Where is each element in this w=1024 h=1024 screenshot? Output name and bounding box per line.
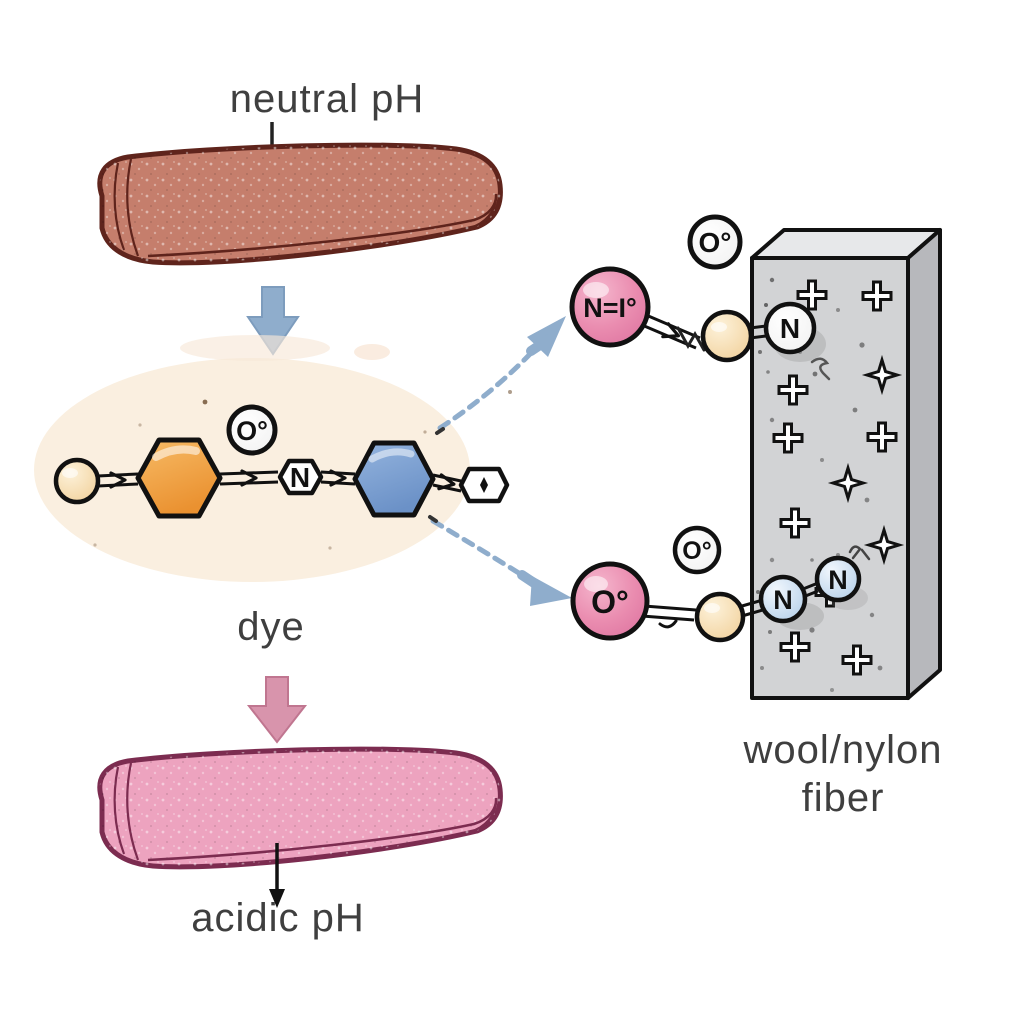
dye-label: dye [237,605,305,649]
neutral-fabric-swatch [100,145,501,263]
fiber-side-face [906,228,942,700]
azo-n-capsule [277,458,324,496]
top-complex: O° N=I° N [569,214,831,381]
fiber-n-label: N [780,313,800,344]
bottom-counterion-label: O° [682,537,711,565]
acidic-fabric-swatch [100,749,501,867]
cream-atom [53,457,101,505]
fiber-n1-atom [758,574,808,624]
fiber-n2-atom [814,555,862,603]
blob-smudge [354,344,390,360]
fiber-label-line2: fiber [802,776,885,820]
acidic-ph-label: acidic pH [191,896,365,940]
fiber-label-line1: wool/nylon [742,728,942,772]
bottom-counterion-circle [672,525,722,575]
sketch-scribble [848,545,871,561]
top-counterion-label: O° [699,227,732,258]
cream-atom [700,309,754,363]
dye-blob-background [34,358,470,582]
atom-highlight [62,468,78,478]
dye-molecule: O° N [53,404,510,519]
sketch-scribble [810,357,831,381]
top-counterion-circle [687,214,743,270]
atom-highlight [711,322,727,332]
atom-highlight [704,603,720,613]
branch-arrow-down [428,515,572,606]
fiber-n2-label: N [828,565,848,595]
fiber-speckle-dots [760,277,883,692]
branch-arrow-up [435,316,566,435]
cream-atom [694,591,746,643]
dye-counterion-circle [226,404,278,456]
dye-counterion-label: O° [236,416,268,446]
atom-highlight [583,282,609,298]
neutral-ph-label: neutral pH [230,77,425,121]
pink-down-arrow-icon [246,676,308,744]
sketch-scribble [676,326,706,352]
blob-smudge [180,335,330,361]
oxygen-atom-label: O° [591,584,629,620]
blob-speckles [93,390,512,550]
blue-down-arrow-icon [246,286,300,356]
atom-highlight [584,576,608,592]
acidic-ph-pointer-arrow [269,843,285,908]
ink-specks [756,558,814,634]
ring-highlight [152,445,200,461]
bottom-complex: O° O° N N [570,525,871,643]
fiber-n-atom [763,301,817,355]
terminal-dot [480,477,488,493]
azo-atom-label: N=I° [583,293,637,323]
bond-hook [658,619,678,629]
ink-specks [758,303,818,377]
fiber-n1-label: N [773,585,793,615]
ring-highlight [368,448,415,463]
fiber-block [750,228,942,700]
azo-n-label: N [290,462,310,493]
